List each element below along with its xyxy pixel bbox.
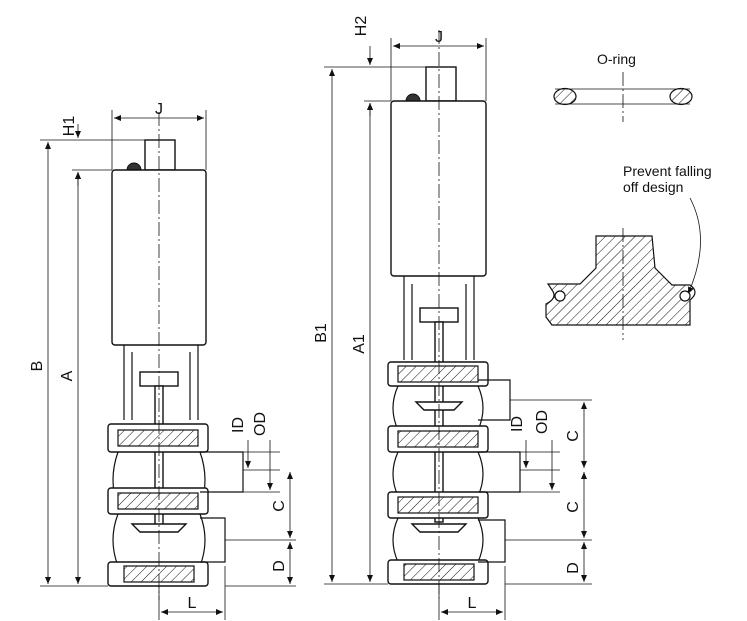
prevent-note-line2: off design [623, 179, 683, 195]
oring-right-section [669, 87, 693, 106]
oring-left-section [553, 87, 577, 106]
dim-H2-label: H2 [353, 16, 370, 37]
prevent-groove-left [554, 290, 566, 302]
dim-J-middle-label: J [435, 29, 443, 46]
left-seal-upper [117, 429, 199, 447]
dim-H1-label: H1 [61, 116, 78, 137]
left-seal-middle [117, 492, 199, 510]
prevent-note-line1: Prevent falling [623, 163, 712, 179]
prevent-seat-section [545, 235, 696, 326]
dim-C-lower-label: C [565, 501, 582, 513]
middle-yoke [403, 276, 475, 360]
middle-port-lower [478, 519, 506, 563]
left-yoke [123, 345, 199, 420]
middle-port-middle [478, 451, 521, 493]
dim-OD-middle-label: OD [534, 410, 551, 434]
prevent-leader-arrow [687, 197, 701, 295]
dim-D-middle-label: D [565, 562, 582, 574]
dim-L-label: L [188, 595, 197, 612]
dim-J-label: J [155, 101, 163, 118]
dim-B-label: B [29, 361, 46, 372]
left-valve [107, 112, 244, 600]
middle-dimensions: B1 A1 H2 J ID OD C C D L [313, 16, 592, 620]
dim-A-label: A [59, 370, 76, 381]
middle-seal-top [397, 365, 479, 383]
dim-ID-middle-label: ID [509, 416, 526, 432]
middle-bolt-head [405, 93, 421, 102]
dim-OD-label: OD [252, 412, 269, 436]
left-bolt-head [126, 162, 142, 171]
dim-D-label: D [271, 560, 288, 572]
left-port-upper [200, 451, 244, 493]
dim-B1-label: B1 [313, 323, 330, 343]
oring-detail: O-ring [553, 51, 693, 122]
left-dimensions: B A H1 J ID OD C D L [29, 101, 296, 620]
dim-ID-label: ID [230, 417, 247, 433]
left-top-indicator [144, 139, 176, 171]
middle-valve [387, 30, 521, 600]
middle-actuator-cylinder [390, 100, 487, 277]
middle-body-curve-3 [392, 517, 484, 563]
middle-top-indicator [425, 66, 457, 102]
left-valve-disc [130, 523, 188, 533]
middle-seal-upper [397, 430, 479, 448]
dim-C-label: C [271, 500, 288, 512]
oring-label: O-ring [597, 51, 636, 67]
dim-L-middle-label: L [468, 595, 477, 612]
prevent-falling-detail: Prevent falling off design [545, 163, 712, 340]
prevent-groove-right [679, 290, 691, 302]
dim-A1-label: A1 [351, 334, 368, 354]
dim-C-upper-label: C [565, 430, 582, 442]
middle-seal-middle [397, 496, 479, 514]
